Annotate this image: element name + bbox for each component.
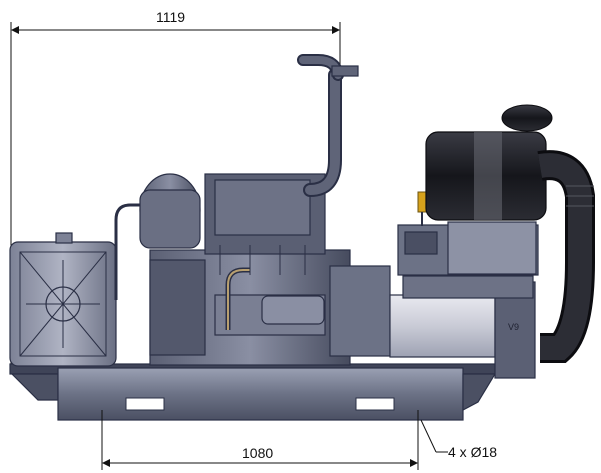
base-frame bbox=[9, 363, 529, 421]
tank-filler-cap bbox=[55, 232, 73, 244]
brand-mark: V9 bbox=[508, 322, 519, 332]
starter-motor bbox=[261, 295, 325, 325]
skid-rail bbox=[57, 367, 464, 421]
mounting-dimension: 1080 bbox=[101, 410, 419, 470]
fuel-line bbox=[114, 203, 142, 300]
fuel-filter-yellow bbox=[417, 191, 427, 213]
forklift-slot-left bbox=[125, 397, 165, 411]
exhaust-pipe bbox=[297, 54, 359, 197]
air-intake bbox=[425, 104, 595, 363]
mounting-spacing-label: 1080 bbox=[242, 445, 273, 461]
hole-leader bbox=[420, 419, 437, 453]
hole-callout: 4 x Ø18 bbox=[420, 419, 497, 460]
alternator: V9 bbox=[389, 275, 536, 379]
alternator-housing bbox=[389, 294, 496, 358]
forklift-slot-right bbox=[355, 397, 395, 411]
engine bbox=[139, 173, 391, 366]
control-box bbox=[397, 191, 539, 276]
fuel-tank bbox=[9, 232, 117, 367]
control-panel bbox=[447, 221, 537, 275]
mounting-holes-label: 4 x Ø18 bbox=[448, 444, 497, 460]
overall-length-label: 1119 bbox=[156, 9, 185, 25]
exhaust-bracket bbox=[331, 65, 359, 77]
air-filter-cap bbox=[501, 104, 553, 132]
